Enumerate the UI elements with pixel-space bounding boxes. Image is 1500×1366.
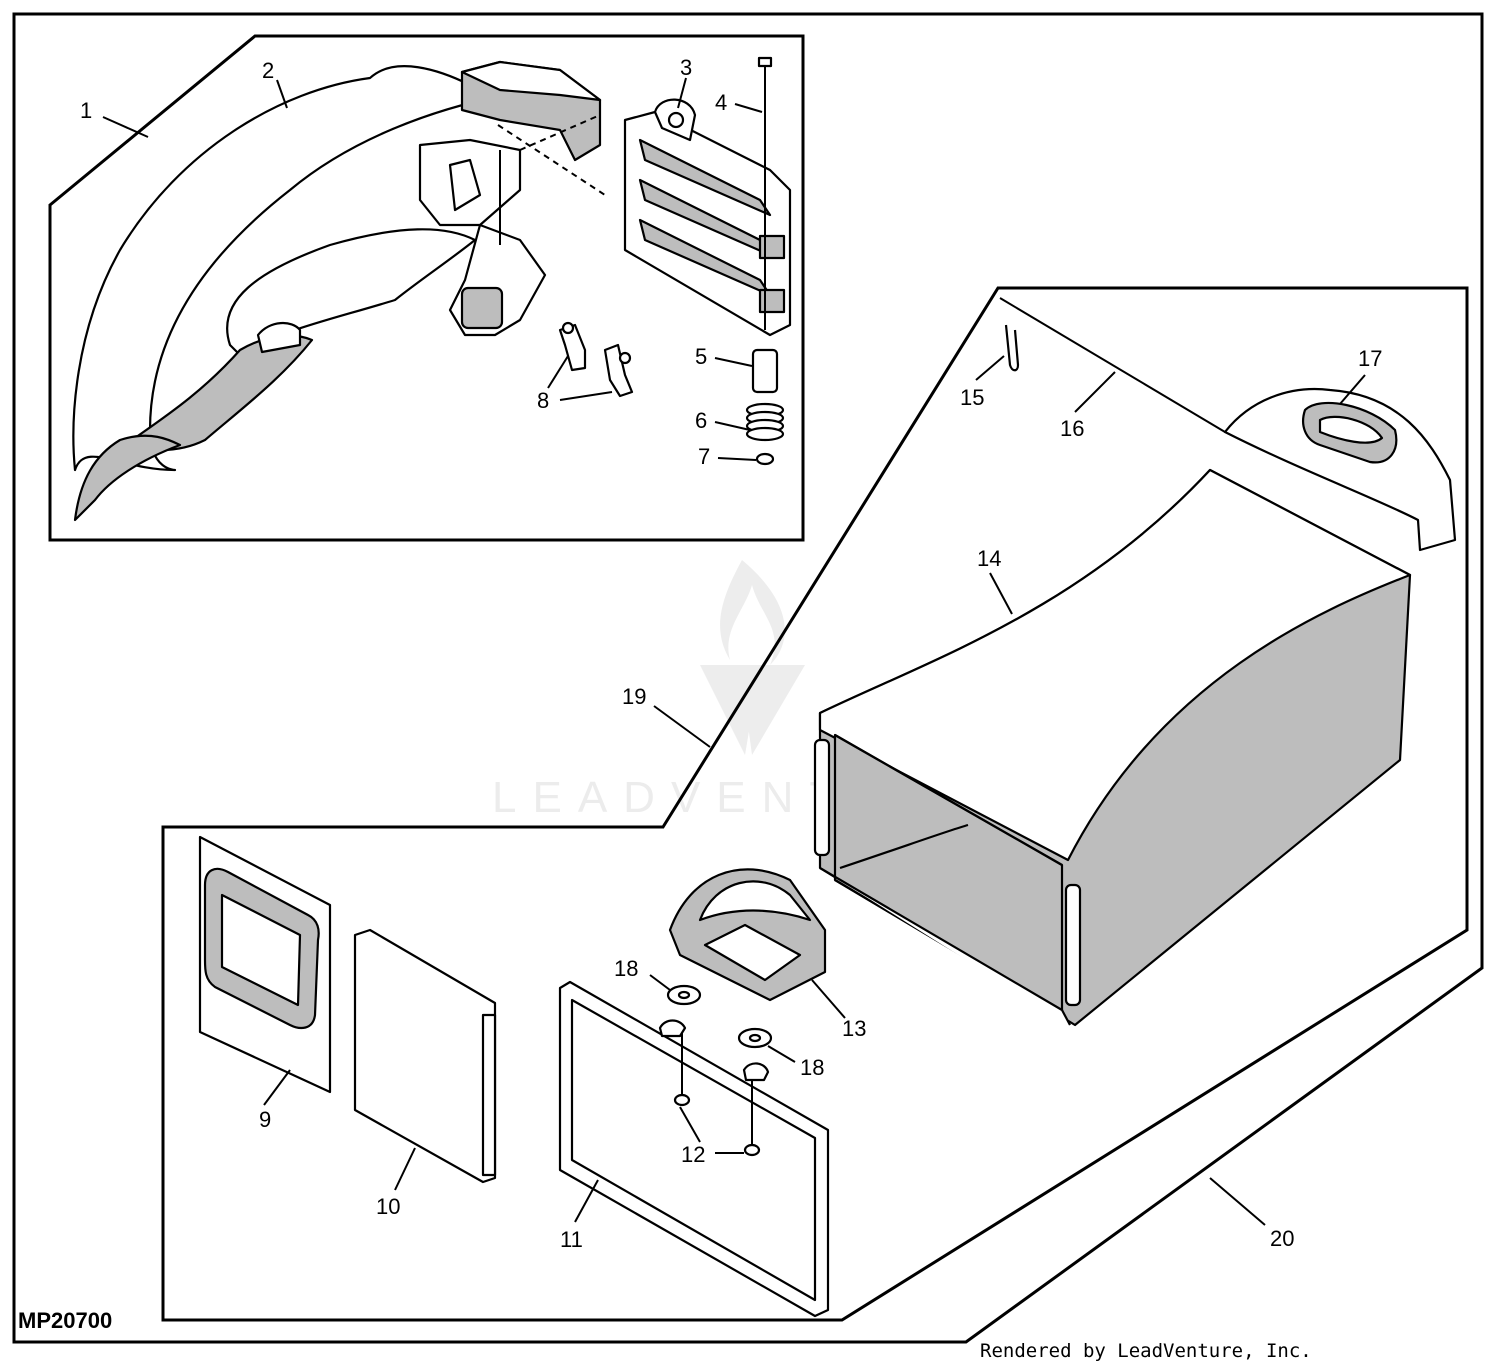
callout-12: 12 xyxy=(681,1142,705,1167)
render-credit: Rendered by LeadVenture, Inc. xyxy=(980,1340,1312,1362)
callout-20: 20 xyxy=(1270,1226,1294,1251)
part-wire-frame xyxy=(558,980,830,1318)
callout-6: 6 xyxy=(695,408,707,433)
part-washer xyxy=(755,452,775,466)
part-support-rod xyxy=(999,297,1226,433)
part-spring-clips xyxy=(558,321,634,398)
callout-4: 4 xyxy=(715,90,727,115)
part-chute-deflector xyxy=(72,65,507,522)
callout-3: 3 xyxy=(680,55,692,80)
part-hinge-rod xyxy=(757,56,773,330)
outer-assembly-border xyxy=(12,12,1484,1344)
inset-deflector-border xyxy=(48,34,805,542)
callout-18b: 18 xyxy=(800,1055,824,1080)
part-front-handle xyxy=(668,868,827,1002)
callout-1: 1 xyxy=(80,98,92,123)
callout-7: 7 xyxy=(698,444,710,469)
callout-19: 19 xyxy=(622,684,646,709)
callout-13: 13 xyxy=(842,1016,866,1041)
part-grommets xyxy=(666,984,773,1049)
callout-18a: 18 xyxy=(614,956,638,981)
callout-16: 16 xyxy=(1060,416,1084,441)
part-hairpin-cotter xyxy=(1004,324,1020,372)
inset-bagger-border xyxy=(161,286,1469,1322)
callout-15: 15 xyxy=(960,385,984,410)
part-grass-bag xyxy=(813,468,1412,1027)
callout-11: 11 xyxy=(560,1227,583,1252)
part-torsion-spring xyxy=(745,402,785,442)
callout-17: 17 xyxy=(1358,346,1382,371)
callout-14: 14 xyxy=(977,546,1001,571)
flame-logo-icon xyxy=(700,560,805,755)
callout-9: 9 xyxy=(259,1107,271,1132)
part-rear-cover xyxy=(1223,388,1457,552)
part-panel-plate xyxy=(353,928,497,1184)
part-screws xyxy=(658,1019,770,1157)
callout-10: 10 xyxy=(376,1194,400,1219)
part-hinge-bracket xyxy=(418,60,606,337)
part-door-panel xyxy=(623,98,792,337)
part-frame-plate xyxy=(198,835,332,1094)
figure-id: MP20700 xyxy=(18,1308,112,1333)
leader-lines xyxy=(102,77,1366,1226)
part-panel-latch xyxy=(481,1013,497,1177)
callout-5: 5 xyxy=(695,344,707,369)
callouts: 1 2 3 4 5 6 7 8 9 10 11 12 13 14 15 16 1… xyxy=(80,55,1382,1252)
callout-2: 2 xyxy=(262,58,274,83)
part-spacer xyxy=(751,348,779,394)
callout-8: 8 xyxy=(537,388,549,413)
